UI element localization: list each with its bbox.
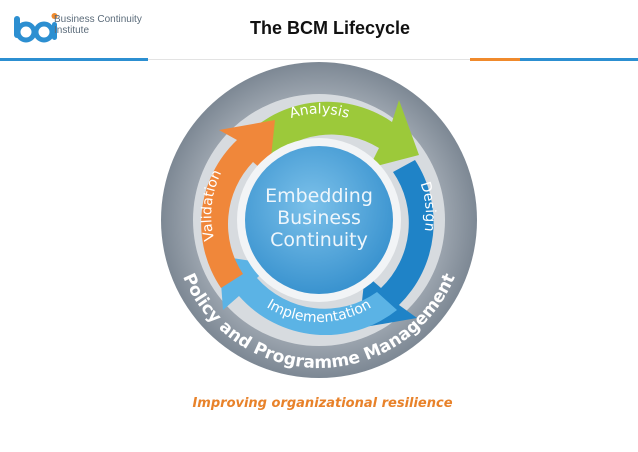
bci-logo [12,10,162,50]
implementation-segment [219,256,397,336]
center-line-3: Continuity [270,229,368,251]
logo-text: Business Continuity Institute [54,14,142,36]
analysis-label: Analysis [288,101,352,122]
page-title: The BCM Lifecycle [249,18,411,38]
bcm-lifecycle-diagram: Embedding Business Continuity Analysis D… [161,62,477,378]
validation-segment [201,120,275,288]
design-segment [359,160,434,328]
center-line-1: Embedding [265,185,373,207]
header-rule-blue-right [520,58,638,61]
analysis-label-path: Analysis [288,101,352,122]
header-rule-orange [470,58,520,61]
caption: Improving organizational resilience [192,396,453,411]
bci-logo-mark [14,13,58,43]
center-line-2: Business [277,207,361,229]
design-label-path: Design [417,180,438,233]
header-rule-blue [0,58,148,61]
logo-text-line1: Business Continuity [54,14,142,25]
header-rule-grey [148,59,470,60]
center-circle [245,146,393,294]
design-label: Design [417,180,438,233]
analysis-segment [237,100,419,168]
logo-text-line2: Institute [54,25,90,36]
